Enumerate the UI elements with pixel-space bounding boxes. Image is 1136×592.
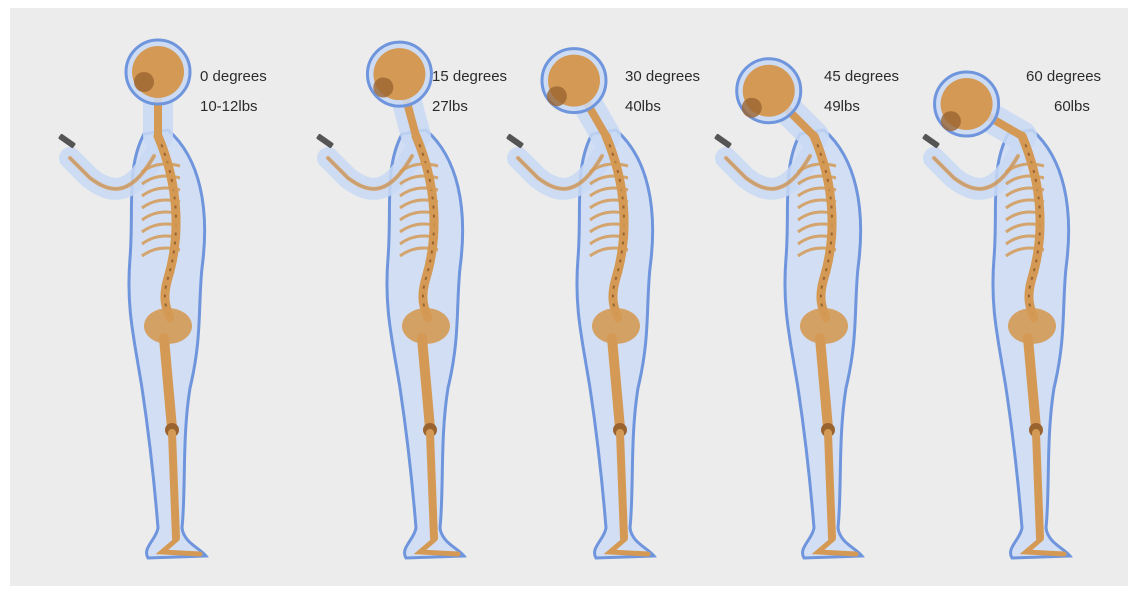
- tibia-bone: [430, 433, 434, 538]
- tibia-bone: [1036, 433, 1040, 538]
- degrees-label-0: 0 degrees: [200, 68, 267, 85]
- jaw-bone: [134, 72, 154, 92]
- posture-figure-60: 60 degrees 60lbs: [894, 8, 1124, 586]
- posture-figure-45: 45 degrees 49lbs: [686, 8, 916, 586]
- tibia-bone: [828, 433, 832, 538]
- figure-group: [506, 49, 654, 558]
- skeleton-figure-30: [478, 8, 708, 586]
- skeleton-figure-45: [686, 8, 916, 586]
- posture-figure-0: 0 degrees 10-12lbs: [30, 8, 260, 586]
- tibia-bone: [172, 433, 176, 538]
- weight-label-0: 10-12lbs: [200, 98, 258, 115]
- phone-icon: [714, 133, 732, 148]
- weight-label-60: 60lbs: [1054, 98, 1090, 115]
- figure-group: [58, 40, 206, 558]
- posture-diagram: 0 degrees 10-12lbs 15 degrees 27lbs 30 d…: [10, 8, 1128, 586]
- tibia-bone: [620, 433, 624, 538]
- phone-icon: [922, 133, 940, 148]
- jaw-bone: [742, 98, 762, 118]
- jaw-bone: [373, 77, 393, 97]
- weight-label-45: 49lbs: [824, 98, 860, 115]
- phone-icon: [58, 133, 76, 148]
- degrees-label-60: 60 degrees: [1026, 68, 1101, 85]
- phone-icon: [316, 133, 334, 148]
- jaw-bone: [941, 111, 961, 131]
- jaw-bone: [547, 86, 567, 106]
- skeleton-figure-0: [30, 8, 260, 586]
- phone-icon: [506, 133, 524, 148]
- degrees-label-45: 45 degrees: [824, 68, 899, 85]
- figure-group: [922, 72, 1070, 558]
- figure-group: [316, 42, 464, 558]
- posture-figure-30: 30 degrees 40lbs: [478, 8, 708, 586]
- figure-group: [714, 59, 862, 558]
- weight-label-30: 40lbs: [625, 98, 661, 115]
- skeleton-figure-60: [894, 8, 1124, 586]
- weight-label-15: 27lbs: [432, 98, 468, 115]
